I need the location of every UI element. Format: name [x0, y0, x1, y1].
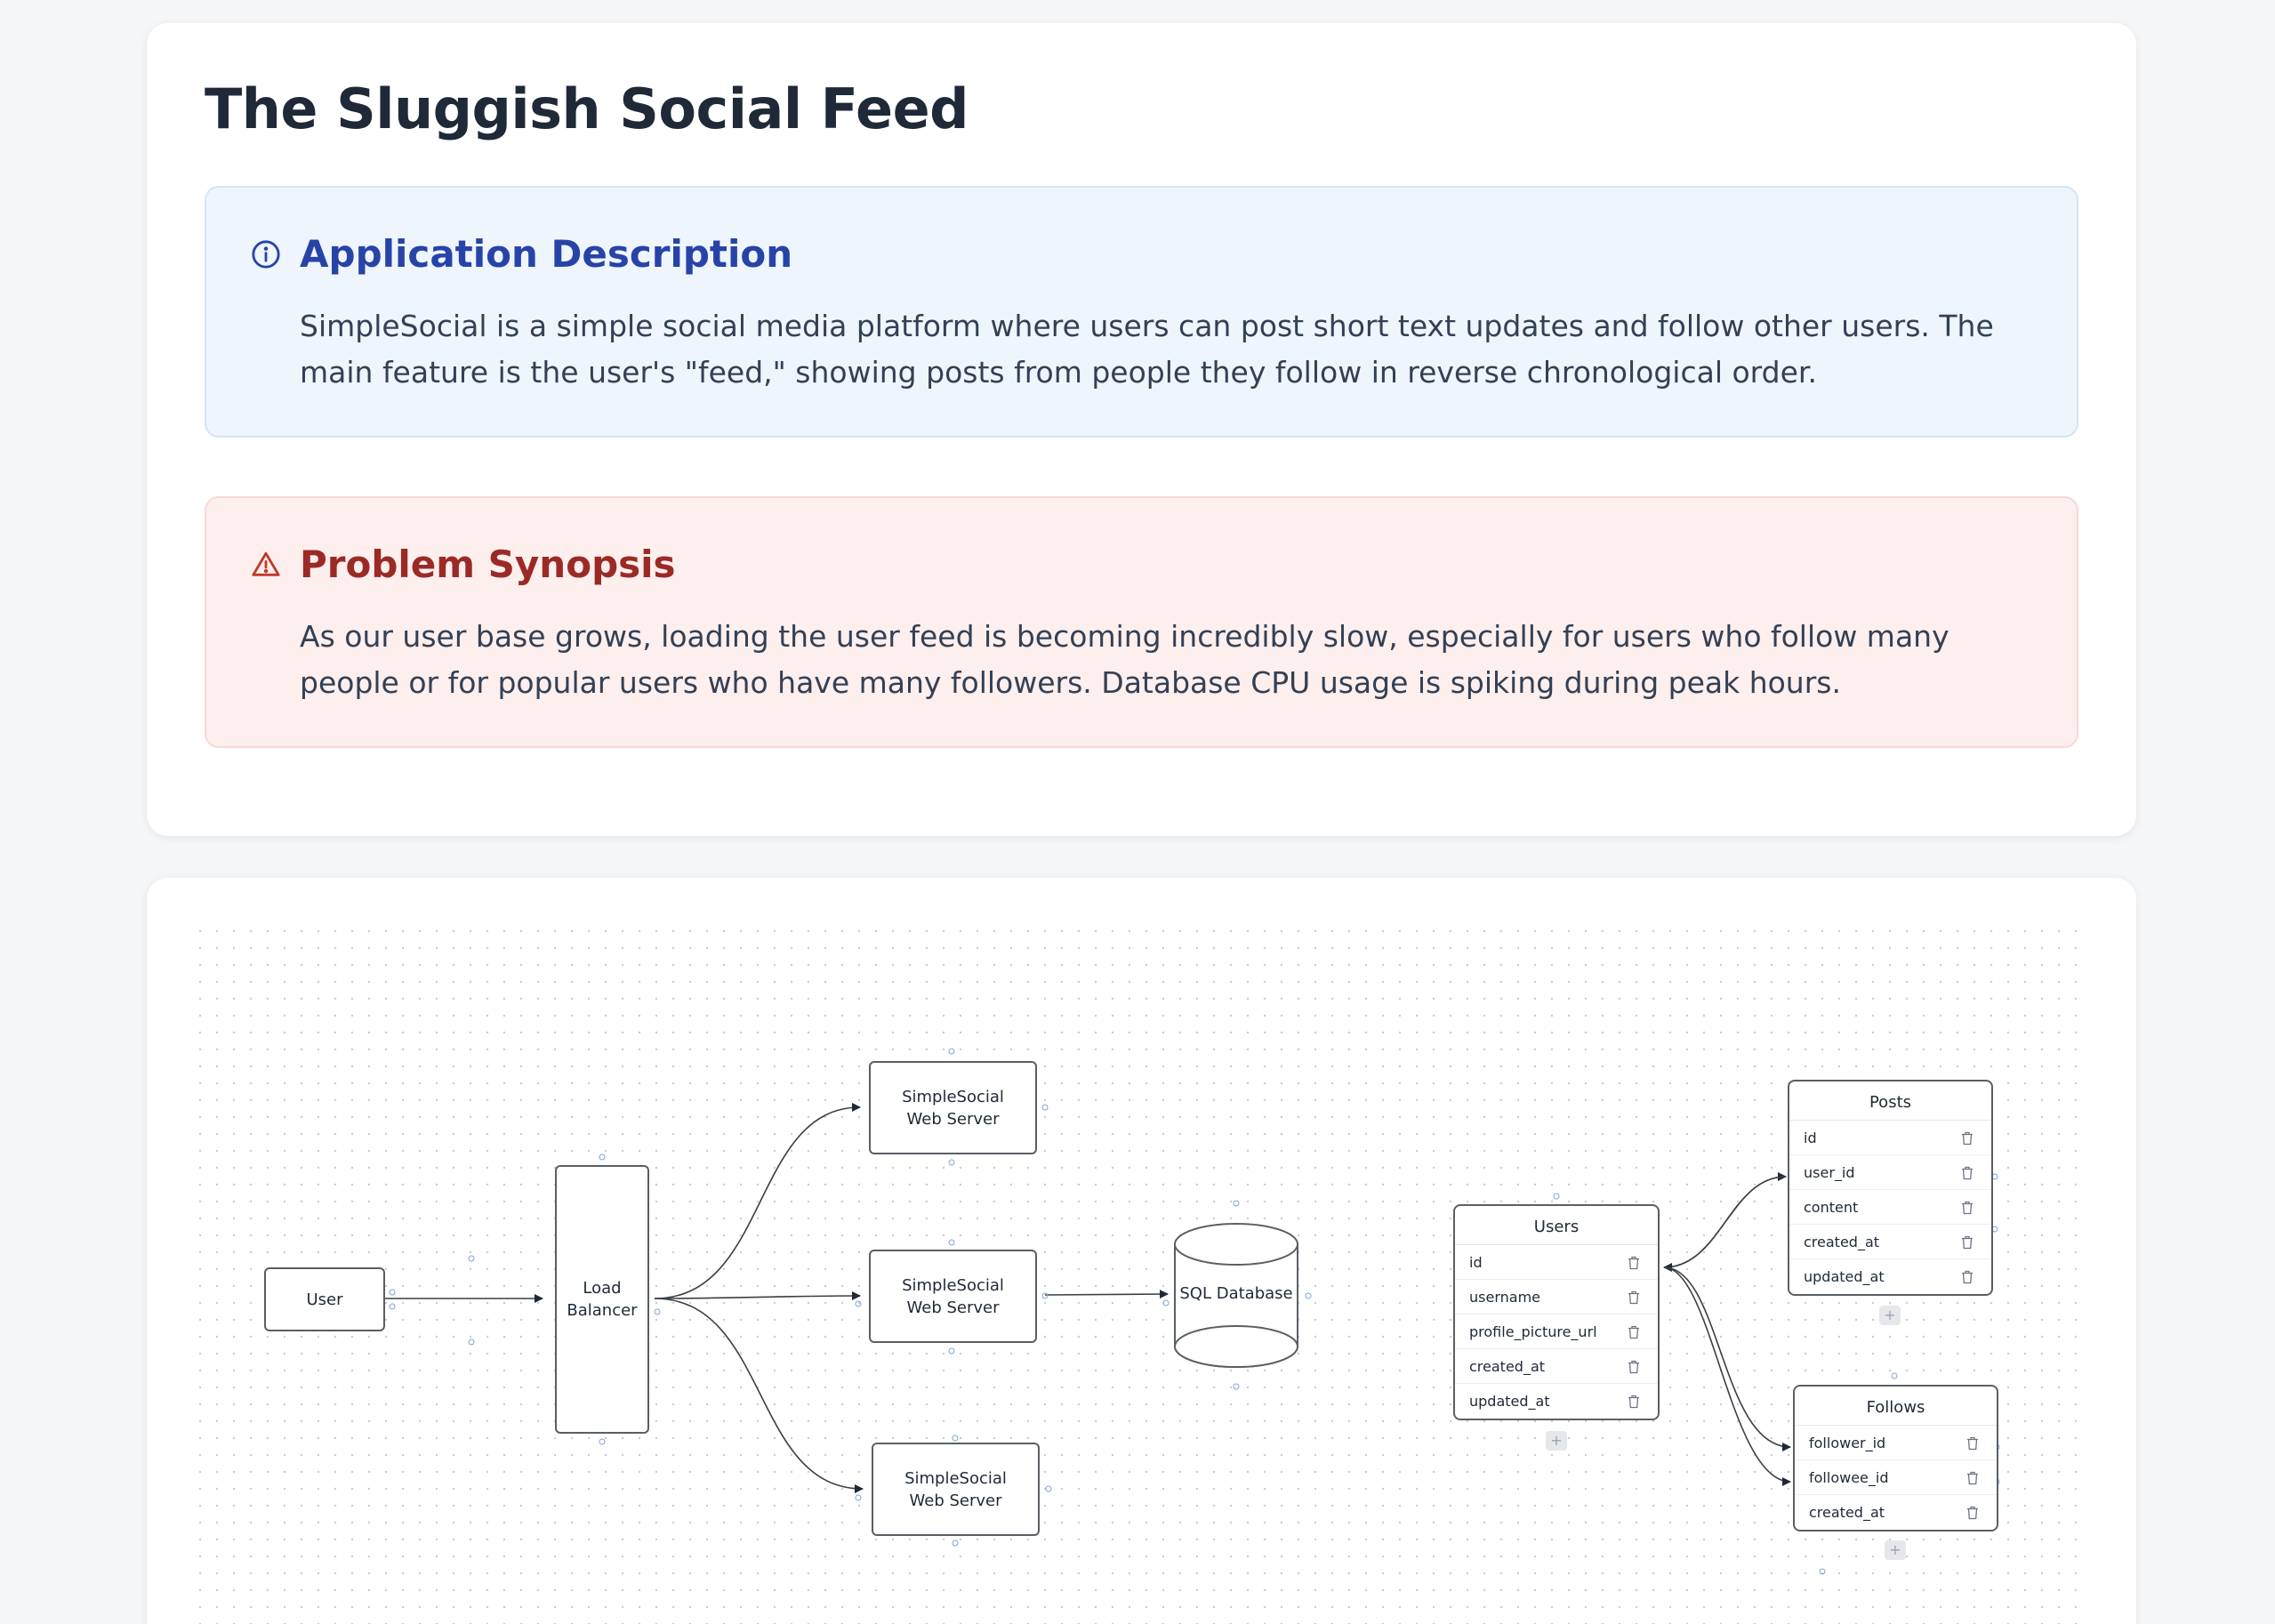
description-heading: Application Description: [300, 232, 793, 276]
problem-text: As our user base grows, loading the user…: [300, 619, 1949, 700]
web-server-node-1[interactable]: SimpleSocial Web Server: [869, 1061, 1037, 1154]
trash-icon[interactable]: [1628, 1395, 1640, 1409]
trash-icon[interactable]: [1628, 1256, 1640, 1270]
table-row[interactable]: id: [1455, 1245, 1658, 1280]
table-row[interactable]: created_at: [1795, 1495, 1997, 1530]
column-name: created_at: [1469, 1358, 1546, 1375]
web-server-node-3[interactable]: SimpleSocial Web Server: [872, 1443, 1040, 1536]
table-row[interactable]: followee_id: [1795, 1460, 1997, 1495]
column-name: updated_at: [1469, 1393, 1550, 1410]
load-balancer-label-line1: Load: [583, 1279, 622, 1298]
edge-users-to-follows-followee: [1663, 1266, 1791, 1486]
column-name: profile_picture_url: [1469, 1323, 1597, 1340]
architecture-diagram-canvas[interactable]: User Load Balancer SimpleSocial Web Serv…: [147, 878, 2136, 1624]
info-icon: [252, 240, 280, 269]
table-row[interactable]: follower_id: [1795, 1426, 1997, 1460]
application-description-panel: Application Description SimpleSocial is …: [205, 186, 2078, 438]
web-server-1-label-line2: Web Server: [906, 1109, 1000, 1129]
sql-database-label[interactable]: SQL Database: [1179, 1284, 1293, 1303]
problem-heading: Problem Synopsis: [300, 543, 676, 586]
table-row[interactable]: created_at: [1455, 1349, 1658, 1384]
trash-icon[interactable]: [1628, 1325, 1640, 1339]
edge-web-server-to-database: [1044, 1290, 1169, 1299]
problem-synopsis-panel: Problem Synopsis As our user base grows,…: [205, 496, 2078, 748]
table-row[interactable]: user_id: [1789, 1155, 1991, 1190]
web-server-2-label-line1: SimpleSocial: [902, 1275, 1004, 1295]
follows-table-title: Follows: [1795, 1387, 1997, 1426]
edge-lb-to-web-server-3: [654, 1298, 864, 1493]
table-row[interactable]: created_at: [1789, 1225, 1991, 1259]
sql-database-node: [1174, 1223, 1298, 1368]
trash-icon[interactable]: [1961, 1235, 1974, 1250]
column-name: id: [1469, 1254, 1483, 1271]
posts-table-title: Posts: [1789, 1081, 1991, 1121]
trash-icon[interactable]: [1961, 1131, 1974, 1146]
posts-add-column-button[interactable]: +: [1879, 1306, 1901, 1325]
description-text: SimpleSocial is a simple social media pl…: [300, 309, 1994, 390]
edge-lb-to-web-server-2: [654, 1291, 861, 1301]
table-row[interactable]: profile_picture_url: [1455, 1314, 1658, 1349]
web-server-3-label-line1: SimpleSocial: [904, 1468, 1007, 1488]
column-name: created_at: [1804, 1234, 1880, 1250]
edge-users-to-follows-follower: [1663, 1266, 1791, 1451]
trash-icon[interactable]: [1628, 1360, 1640, 1374]
edge-lb-to-web-server-1: [654, 1103, 861, 1299]
column-name: user_id: [1804, 1164, 1855, 1181]
load-balancer-label-line2: Balancer: [567, 1301, 638, 1320]
trash-icon[interactable]: [1961, 1201, 1974, 1215]
users-table[interactable]: Users id username profile_picture_url cr…: [1453, 1204, 1660, 1420]
warning-icon: [252, 551, 280, 576]
diagram-connections: [196, 922, 2086, 1624]
table-row[interactable]: id: [1789, 1121, 1991, 1155]
follows-table[interactable]: Follows follower_id followee_id created_…: [1793, 1385, 1998, 1532]
web-server-node-2[interactable]: SimpleSocial Web Server: [869, 1250, 1037, 1343]
trash-icon[interactable]: [1966, 1506, 1979, 1520]
table-row[interactable]: updated_at: [1455, 1384, 1658, 1419]
load-balancer-node[interactable]: Load Balancer: [555, 1165, 649, 1434]
users-table-title: Users: [1455, 1206, 1658, 1245]
web-server-1-label-line1: SimpleSocial: [902, 1087, 1004, 1106]
users-add-column-button[interactable]: +: [1546, 1431, 1567, 1451]
column-name: followee_id: [1809, 1469, 1889, 1486]
column-name: username: [1469, 1289, 1540, 1306]
column-name: content: [1804, 1199, 1859, 1216]
posts-table[interactable]: Posts id user_id content created_at upda…: [1788, 1080, 1993, 1296]
user-node[interactable]: User: [264, 1267, 385, 1331]
trash-icon[interactable]: [1961, 1270, 1974, 1284]
table-row[interactable]: content: [1789, 1190, 1991, 1225]
trash-icon[interactable]: [1628, 1290, 1640, 1305]
follows-add-column-button[interactable]: +: [1885, 1540, 1906, 1560]
scenario-card: The Sluggish Social Feed Application Des…: [147, 23, 2136, 836]
trash-icon[interactable]: [1966, 1471, 1979, 1485]
user-node-label: User: [306, 1290, 343, 1309]
trash-icon[interactable]: [1961, 1166, 1974, 1180]
trash-icon[interactable]: [1966, 1436, 1979, 1451]
web-server-3-label-line2: Web Server: [909, 1491, 1002, 1510]
page-title: The Sluggish Social Feed: [205, 76, 969, 141]
column-name: follower_id: [1809, 1435, 1886, 1451]
column-name: created_at: [1809, 1504, 1885, 1521]
column-name: updated_at: [1804, 1268, 1885, 1285]
table-row[interactable]: username: [1455, 1280, 1658, 1314]
table-row[interactable]: updated_at: [1789, 1259, 1991, 1294]
web-server-2-label-line2: Web Server: [906, 1298, 1000, 1317]
column-name: id: [1804, 1130, 1817, 1146]
